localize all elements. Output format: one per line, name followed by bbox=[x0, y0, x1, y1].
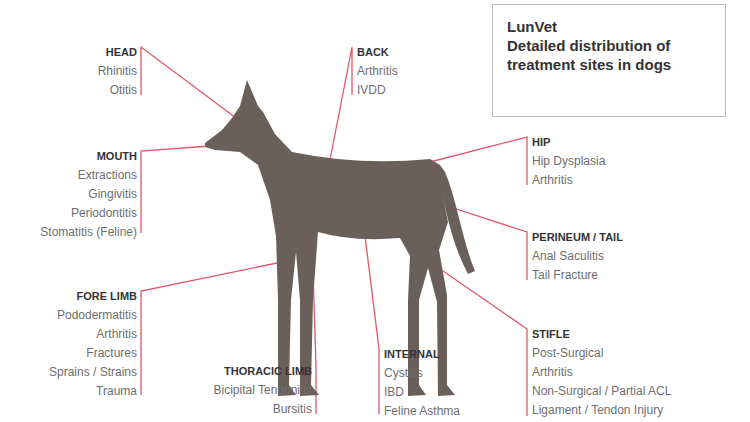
condition-label: Arthritis bbox=[357, 64, 398, 78]
site-heading: HIP bbox=[532, 135, 550, 149]
condition-label: Trauma bbox=[96, 384, 137, 398]
condition-label: Periodontitis bbox=[71, 206, 137, 220]
condition-label: Rhinitis bbox=[98, 64, 137, 78]
condition-label: Arthritis bbox=[532, 365, 573, 379]
condition-label: Pododermatitis bbox=[57, 308, 137, 322]
site-heading: FORE LIMB bbox=[77, 289, 138, 303]
condition-label: Otitis bbox=[110, 83, 137, 97]
condition-label: Bicipital Tendonitis bbox=[213, 383, 312, 397]
leader-line bbox=[141, 146, 210, 233]
condition-label: Anal Saculitis bbox=[532, 249, 604, 263]
condition-label: Cystitis bbox=[384, 366, 423, 380]
condition-label: IBD bbox=[384, 385, 404, 399]
condition-label: Extractions bbox=[78, 168, 137, 182]
site-heading: THORACIC LIMB bbox=[224, 364, 312, 378]
title-text: Detailed distribution of treatment sites… bbox=[507, 36, 711, 74]
condition-label: Bursitis bbox=[273, 402, 312, 416]
condition-label: Non-Surgical / Partial ACL bbox=[532, 384, 671, 398]
condition-label: Feline Asthma bbox=[384, 404, 460, 418]
title-text: LunVet bbox=[507, 17, 711, 36]
site-heading: PERINEUM / TAIL bbox=[532, 230, 623, 244]
condition-label: Stomatitis (Feline) bbox=[40, 225, 137, 239]
condition-label: Sprains / Strains bbox=[49, 365, 137, 379]
condition-label: Post-Surgical bbox=[532, 346, 603, 360]
dog-silhouette bbox=[205, 80, 475, 396]
site-heading: BACK bbox=[357, 45, 389, 59]
leader-line bbox=[330, 47, 352, 160]
condition-label: Fractures bbox=[86, 346, 137, 360]
title-box: LunVetDetailed distribution of treatment… bbox=[492, 4, 726, 117]
leader-line bbox=[141, 47, 236, 118]
site-heading: HEAD bbox=[106, 45, 137, 59]
condition-label: Arthritis bbox=[96, 327, 137, 341]
condition-label: Gingivitis bbox=[88, 187, 137, 201]
leader-lines bbox=[141, 47, 527, 416]
site-heading: STIFLE bbox=[532, 327, 570, 341]
condition-label: IVDD bbox=[357, 83, 386, 97]
condition-label: Ligament / Tendon Injury bbox=[532, 403, 663, 417]
condition-label: Arthritis bbox=[532, 173, 573, 187]
site-heading: INTERNAL bbox=[384, 347, 440, 361]
condition-label: Hip Dysplasia bbox=[532, 154, 605, 168]
condition-label: Tail Fracture bbox=[532, 268, 598, 282]
leader-line bbox=[365, 236, 379, 414]
site-heading: MOUTH bbox=[97, 149, 137, 163]
